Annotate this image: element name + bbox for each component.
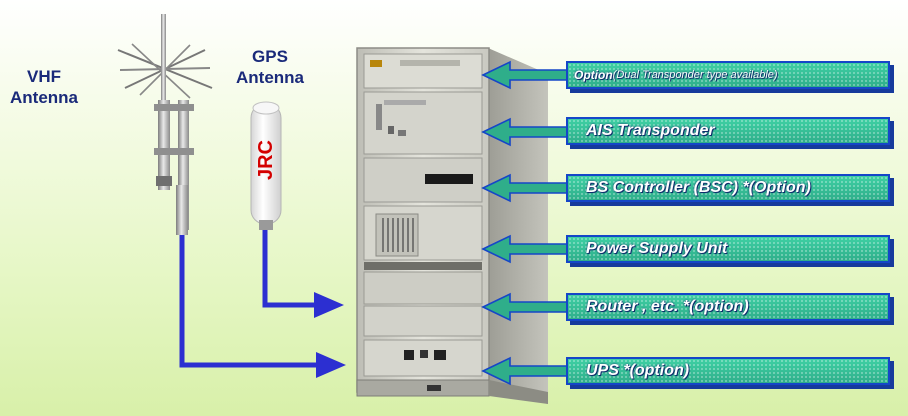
callout-option-note: (Dual Transponder type available)	[612, 69, 778, 81]
callout-option: Option(Dual Transponder type available)	[566, 61, 890, 89]
vhf-arrow-head-icon	[316, 352, 346, 378]
gps-antenna-label: GPS Antenna	[226, 46, 314, 88]
gps-brand-text: JRC	[255, 140, 277, 180]
callout-arrows	[481, 60, 569, 386]
callout-router: Router , etc. *(option)	[566, 293, 890, 321]
vhf-antenna-icon	[117, 14, 213, 235]
callout-power-supply: Power Supply Unit	[566, 235, 890, 263]
callout-ups: UPS *(option)	[566, 357, 890, 385]
callout-ais-transponder: AIS Transponder	[566, 117, 890, 145]
callout-ais-transponder-text: AIS Transponder	[586, 122, 715, 139]
gps-antenna-label-text: GPS Antenna	[236, 47, 304, 87]
gps-arrow-head-icon	[314, 292, 344, 318]
gps-antenna-icon: JRC	[250, 101, 282, 230]
cable-arrows	[179, 230, 346, 378]
callout-ups-text: UPS *(option)	[586, 362, 690, 379]
callout-option-text: Option	[574, 68, 613, 82]
callout-router-text: Router , etc. *(option)	[586, 298, 749, 315]
callout-bs-controller-text: BS Controller (BSC) *(Option)	[586, 179, 811, 196]
callout-power-supply-text: Power Supply Unit	[586, 240, 728, 257]
vhf-antenna-label-text: VHF Antenna	[10, 67, 78, 107]
vhf-antenna-label: VHF Antenna	[2, 66, 86, 108]
equipment-rack	[356, 47, 548, 404]
callout-bs-controller: BS Controller (BSC) *(Option)	[566, 174, 890, 202]
